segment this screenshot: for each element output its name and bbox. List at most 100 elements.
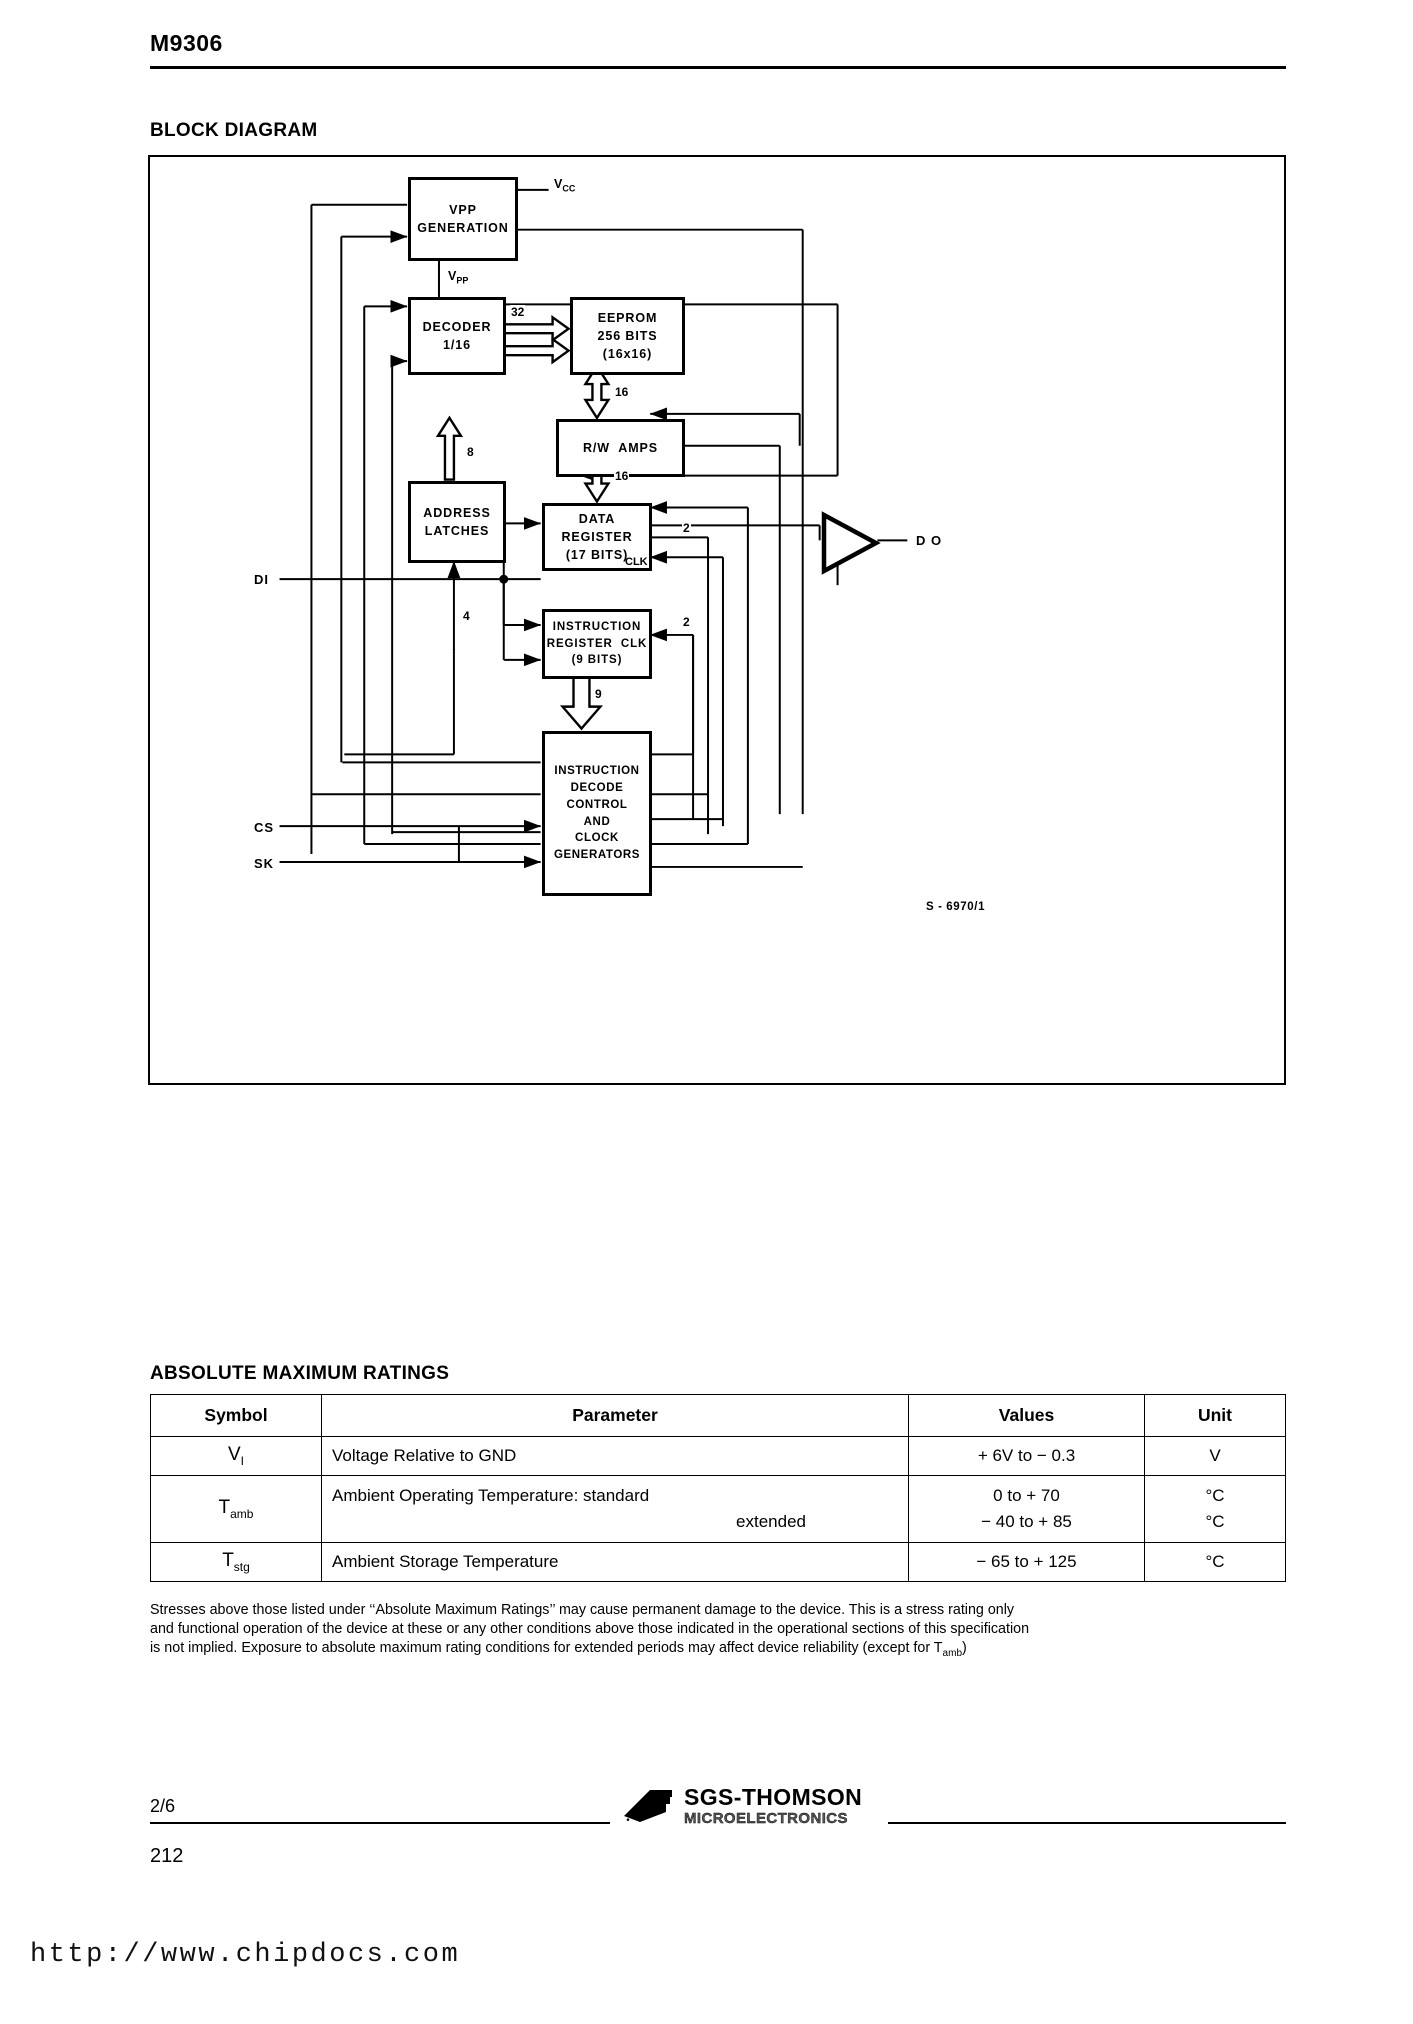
cell-symbol-sub: stg <box>233 1560 250 1575</box>
absolute-maximum-ratings-table: Symbol Parameter Values Unit VI Voltage … <box>150 1394 1286 1583</box>
bus-width-instrreg-to-decode: 9 <box>594 687 603 701</box>
block-instruction-decode-line4: AND <box>583 815 611 828</box>
block-instruction-decode-line5: CLOCK <box>575 832 619 845</box>
block-address-latches-line2: LATCHES <box>424 524 490 538</box>
pin-label-vpp-text: V <box>448 269 457 283</box>
cell-values: 0 to + 70 − 40 to + 85 <box>908 1474 1145 1544</box>
stress-note-line3-a: is not implied. Exposure to absolute max… <box>150 1640 943 1656</box>
block-instruction-register-line2: REGISTER CLK <box>546 637 648 650</box>
cell-symbol: Tamb <box>150 1474 322 1544</box>
stress-note-line3-sub: amb <box>942 1647 962 1659</box>
block-decoder-line2: 1/16 <box>443 338 471 352</box>
block-instruction-register: INSTRUCTION REGISTER CLK (9 BITS) <box>542 609 652 679</box>
pin-label-vpp-sub: PP <box>456 275 469 286</box>
pin-label-vcc-sub: CC <box>562 183 576 194</box>
cell-parameter: Ambient Storage Temperature <box>321 1542 909 1583</box>
block-data-register-line1: DATA <box>578 511 616 526</box>
column-header-unit: Unit <box>1144 1394 1286 1437</box>
cell-values-line2: − 40 to + 85 <box>981 1512 1072 1532</box>
cell-unit: V <box>1144 1436 1286 1476</box>
pin-label-vcc: VCC <box>554 177 575 194</box>
cell-parameter: Voltage Relative to GND <box>321 1436 909 1476</box>
block-eeprom-line2: 256 BITS <box>597 328 658 343</box>
table-row: Tamb Ambient Operating Temperature: stan… <box>150 1474 1286 1544</box>
company-logo-text: SGS-THOMSON MICROELECTRONICS <box>684 1784 863 1827</box>
bus-width-decoder-to-eeprom: 32 <box>510 305 526 319</box>
page-number: 212 <box>150 1845 184 1867</box>
cell-symbol: Tstg <box>150 1542 322 1583</box>
data-register-clk-label: CLK <box>625 556 648 568</box>
cell-parameter: Ambient Operating Temperature: standard … <box>321 1474 909 1544</box>
column-header-values: Values <box>908 1394 1145 1437</box>
section-heading-block-diagram: BLOCK DIAGRAM <box>150 120 318 141</box>
block-address-latches-line1: ADDRESS <box>423 505 491 520</box>
block-instruction-decode-line3: CONTROL <box>566 798 628 811</box>
cell-unit-line1: °C <box>1205 1485 1225 1505</box>
cell-unit: °C <box>1144 1542 1286 1583</box>
stress-note-line1: Stresses above those listed under ‘‘Abso… <box>150 1602 1015 1618</box>
bus-width-datareg-clk: 2 <box>682 521 691 535</box>
block-instruction-decode-line2: DECODE <box>570 782 624 795</box>
page-title: M9306 <box>150 30 223 56</box>
table-row: Tstg Ambient Storage Temperature − 65 to… <box>150 1542 1286 1583</box>
bus-width-address-in: 4 <box>462 609 471 623</box>
table-header-row: Symbol Parameter Values Unit <box>150 1394 1286 1437</box>
block-instruction-decode-line1: INSTRUCTION <box>554 765 640 778</box>
block-vpp-generation: VPP GENERATION <box>408 177 518 261</box>
block-vpp-generation-line2: GENERATION <box>417 221 509 235</box>
pin-label-vcc-text: V <box>554 177 563 191</box>
watermark-url: http://www.chipdocs.com <box>30 1940 461 1970</box>
company-tagline: MICROELECTRONICS <box>684 1810 848 1827</box>
cell-symbol-text: T <box>222 1550 234 1572</box>
block-address-latches: ADDRESS LATCHES <box>408 481 506 563</box>
block-diagram: VPP GENERATION DECODER 1/16 EEPROM 256 B… <box>148 155 1286 1085</box>
company-logo: . SGS-THOMSON MICROELECTRONICS <box>620 1786 882 1826</box>
footer-rule-left <box>150 1822 610 1824</box>
cell-values: − 65 to + 125 <box>908 1542 1145 1583</box>
stress-note-line3: is not implied. Exposure to absolute max… <box>150 1639 1290 1660</box>
block-instruction-register-line1: INSTRUCTION <box>552 620 642 633</box>
bus-width-eeprom-to-rwamps: 16 <box>614 385 630 399</box>
block-eeprom-line1: EEPROM <box>597 310 658 325</box>
block-rw-amps-line1: R/W AMPS <box>583 440 658 455</box>
cell-values: + 6V to − 0.3 <box>908 1436 1145 1476</box>
cell-unit-line2: °C <box>1205 1512 1225 1532</box>
bus-width-instrreg-clk: 2 <box>682 615 691 629</box>
block-decoder-line1: DECODER <box>422 319 492 334</box>
cell-symbol: VI <box>150 1436 322 1476</box>
block-vpp-generation-line1: VPP <box>449 202 477 217</box>
cell-parameter-line1: Ambient Operating Temperature: standard <box>332 1485 650 1505</box>
table-row: VI Voltage Relative to GND + 6V to − 0.3… <box>150 1436 1286 1476</box>
svg-text:.: . <box>626 1808 630 1825</box>
cell-unit: °C °C <box>1144 1474 1286 1544</box>
cell-values-line1: 0 to + 70 <box>993 1485 1060 1505</box>
cell-symbol-text: V <box>227 1444 241 1465</box>
output-buffer-icon <box>821 511 881 575</box>
block-data-register: DATA REGISTER (17 BITS) <box>542 503 652 571</box>
page-reference: 2/6 <box>150 1796 176 1816</box>
block-instruction-decode-line6: GENERATORS <box>553 848 641 861</box>
pin-label-sk: SK <box>254 856 275 871</box>
cell-symbol-sub: amb <box>230 1507 254 1522</box>
bus-width-rwamps-to-datareg: 16 <box>614 469 630 483</box>
pin-label-do: D O <box>916 533 943 548</box>
cell-parameter-line2-wrap: extended <box>332 1509 898 1535</box>
block-eeprom: EEPROM 256 BITS (16x16) <box>570 297 685 375</box>
drawing-code: S - 6970/1 <box>926 901 986 913</box>
block-decoder: DECODER 1/16 <box>408 297 506 375</box>
st-logo-icon: . <box>624 1790 672 1825</box>
stress-note: Stresses above those listed under ‘‘Abso… <box>150 1601 1290 1660</box>
cell-symbol-text: T <box>218 1497 231 1519</box>
pin-label-cs: CS <box>254 820 275 835</box>
column-header-symbol: Symbol <box>150 1394 322 1437</box>
stress-note-line3-b: ) <box>962 1640 967 1656</box>
block-eeprom-line3: (16x16) <box>602 347 653 362</box>
pin-label-di: DI <box>254 572 269 587</box>
company-name: SGS-THOMSON <box>684 1784 863 1810</box>
block-diagram-wires <box>279 183 908 869</box>
footer-rule-right <box>888 1822 1286 1824</box>
block-data-register-line3: (17 BITS) <box>565 548 629 563</box>
stress-note-line2: and functional operation of the device a… <box>150 1621 1030 1637</box>
column-header-parameter: Parameter <box>321 1394 909 1437</box>
